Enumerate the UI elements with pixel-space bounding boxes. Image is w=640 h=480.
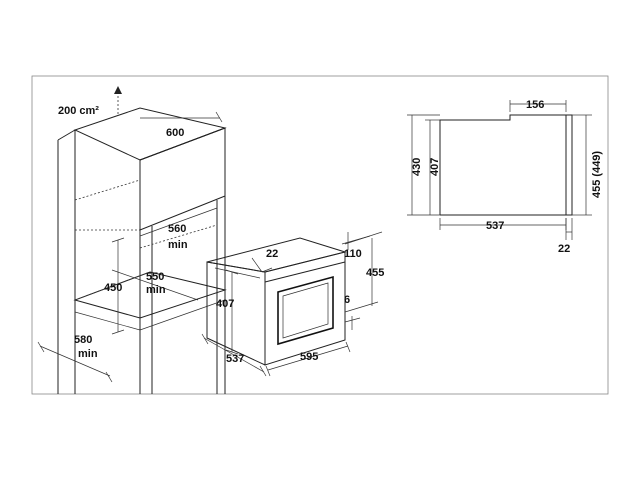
- label-front-width: 595: [300, 351, 318, 363]
- label-depth-550: 550: [146, 271, 164, 283]
- label-side-body-height: 407: [429, 158, 441, 176]
- label-opening-height: 450: [104, 282, 122, 294]
- label-front-height: 455 (449): [591, 151, 603, 198]
- label-cabinet-width: 600: [166, 127, 184, 139]
- label-side-depth: 537: [486, 220, 504, 232]
- label-body-depth: 537: [226, 353, 244, 365]
- label-cabinet-depth-min: min: [78, 348, 98, 360]
- ventilation-arrow: [114, 86, 122, 114]
- label-front-offset: 22: [266, 248, 278, 260]
- side-view-drawing: [439, 114, 578, 216]
- label-top-gap: 110: [344, 248, 362, 260]
- label-cabinet-depth: 580: [74, 334, 92, 346]
- label-ventilation: 200 cm²: [58, 105, 99, 117]
- label-depth-550-min: min: [146, 284, 166, 296]
- label-total-height: 455: [366, 267, 384, 279]
- label-rear-step: 156: [526, 99, 544, 111]
- label-opening-width: 560: [168, 223, 186, 235]
- appliance-drawing: [206, 237, 347, 366]
- label-body-height: 407: [216, 298, 234, 310]
- label-opening-width-min: min: [168, 239, 188, 251]
- label-outer-height: 430: [411, 158, 423, 176]
- label-front-thickness: 22: [558, 243, 570, 255]
- diagram-frame: [31, 75, 609, 395]
- label-bottom-gap: 6: [344, 294, 350, 306]
